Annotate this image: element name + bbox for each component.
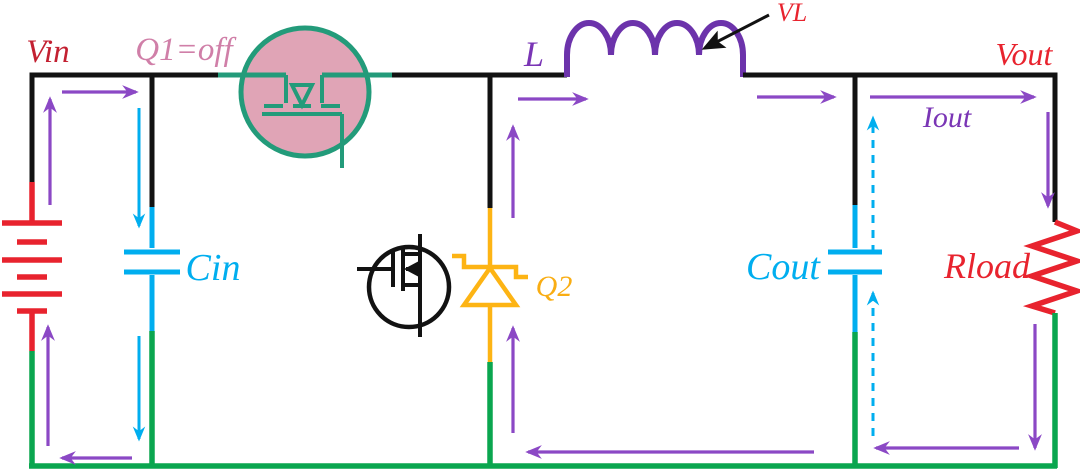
load-branch <box>1022 219 1080 468</box>
rload-zigzag <box>1022 219 1080 316</box>
q1-body-arrow <box>288 83 316 110</box>
label-inductor: L <box>523 34 544 74</box>
wire-input-top-corner <box>29 72 218 182</box>
diode-triangle <box>459 264 521 308</box>
label-rload: Rload <box>943 246 1031 286</box>
label-q1-state: Q1=off <box>135 32 236 68</box>
output-capacitor-branch <box>828 73 882 466</box>
input-capacitor-branch <box>124 73 180 466</box>
label-cin: Cin <box>186 247 241 289</box>
inductor-symbol <box>564 20 746 77</box>
wire-inductor-to-vout-corner <box>743 72 1058 222</box>
label-iout: Iout <box>922 101 972 134</box>
diode-branch-q2 <box>357 75 528 466</box>
purple-current-arrows <box>41 85 1055 465</box>
inductor-coil <box>564 20 746 77</box>
q2-body-arrow <box>404 261 419 277</box>
mosfet-q1 <box>218 25 392 168</box>
battery-symbol <box>2 220 62 314</box>
label-cout: Cout <box>746 246 821 288</box>
cyan-capacitor-current-arrows <box>132 108 880 442</box>
label-q2: Q2 <box>536 270 573 303</box>
input-source-branch <box>2 72 218 468</box>
labels: Vin Q1=off L VL Vout Iout Cin Cout Q2 Rl… <box>26 0 1053 303</box>
label-vout: Vout <box>996 36 1054 72</box>
mosfet-q1-circle <box>238 25 372 159</box>
mosfet-q2-circle <box>366 244 452 330</box>
vl-annotation-arrow <box>701 13 770 50</box>
label-inductor-voltage: VL <box>777 0 807 27</box>
label-vin: Vin <box>26 34 69 70</box>
mosfet-q2-symbol <box>357 234 452 337</box>
